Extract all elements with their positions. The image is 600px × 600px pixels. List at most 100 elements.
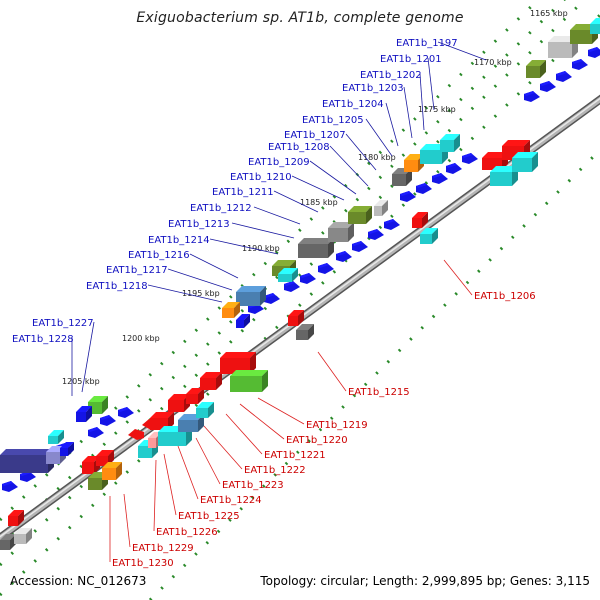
cds-side [432,228,438,244]
leader-line [443,259,473,296]
cds-gray-block-2 [328,222,354,242]
cds-top [88,396,108,402]
cds-face [88,478,102,490]
cds-face [392,174,406,186]
cds-top [512,152,538,158]
gene-label-reverse: EAT1b_1230 [112,558,174,569]
kbp-label: 1170 kbp [474,58,512,67]
cds-top [230,370,268,376]
cds-blue-forward [318,263,334,274]
cds-blue-forward [400,191,416,202]
cds-side [298,310,304,326]
gene-label-reverse: EAT1b_1215 [348,387,410,398]
gene-label-forward: EAT1b_1201 [380,54,442,65]
cds-orange-block [222,302,240,318]
cds-top [150,412,174,418]
cds-arrow-top [118,407,129,412]
cds-side [454,134,460,152]
gene-label-reverse: EAT1b_1220 [286,435,348,446]
kbp-label: 1165 kbp [530,9,568,18]
cds-side [208,402,214,418]
cds-orange-rev [102,462,122,480]
cds-side [328,238,334,258]
cds-arrow-top [462,153,473,158]
cds-cyan-rev-4 [420,228,438,244]
cds-side [260,286,266,306]
gene-label-reverse: EAT1b_1206 [474,291,536,302]
cds-red-rev-10 [412,212,428,228]
cds-red-arrow-rev [128,429,144,440]
cds-cyan-small-2 [278,268,298,282]
leader-line [317,351,347,392]
cds-side [292,268,298,282]
gene-label-reverse: EAT1b_1222 [244,465,306,476]
cds-side [382,200,388,216]
cds-face [374,206,382,216]
cds-arrow-top [100,415,111,420]
cds-olive-block-3 [526,60,546,78]
cds-face [200,378,216,390]
cds-top [168,394,190,400]
leader-line [189,253,239,279]
cds-arrow-top [556,71,567,76]
cds-face [138,446,152,458]
cds-blue-forward [572,59,588,70]
gene-label-reverse: EAT1b_1225 [178,511,240,522]
cds-face [296,330,308,340]
gene-label-reverse: EAT1b_1229 [132,543,194,554]
gene-label-forward: EAT1b_1213 [168,219,230,230]
cds-blue-forward [462,153,478,164]
accession-text: Accession: NC_012673 [10,574,147,588]
cds-gray-rev-2 [296,324,314,340]
cds-face [96,456,108,466]
gene-label-reverse: EAT1b_1219 [306,420,368,431]
cds-top [490,166,518,172]
gene-label-forward: EAT1b_1217 [106,265,168,276]
gene-label-forward: EAT1b_1216 [128,250,190,261]
cds-top [590,18,600,24]
leader-line [153,459,157,532]
gene-label-forward: EAT1b_1218 [86,281,148,292]
cds-blue-forward [432,173,448,184]
cds-cyan-block-2 [440,134,460,152]
reverse-gene-labels: EAT1b_1206EAT1b_1215EAT1b_1219EAT1b_1220… [109,259,536,569]
cds-top [328,222,354,228]
gene-label-forward: EAT1b_1211 [212,187,274,198]
cds-arrow-top [2,481,13,486]
cds-top [0,449,54,455]
cds-face [222,308,234,318]
cds-top [236,286,266,292]
leader-line [345,133,377,171]
cds-blue-forward [336,251,352,262]
leader-line [253,206,301,225]
cds-arrow-top [318,263,329,268]
cds-top [220,352,256,358]
cds-face [186,394,198,404]
cds-top [288,310,304,316]
cds-top [200,372,222,378]
gene-label-forward: EAT1b_1228 [12,334,74,345]
cds-face [48,436,58,444]
cds-face [420,150,442,164]
cds-blue-forward [524,91,540,102]
cds-face [46,452,60,464]
leader-line [291,175,345,201]
cds-side [244,314,250,328]
leader-line [365,118,393,157]
kbp-label: 1175 kbp [418,105,456,114]
cds-blue-forward [556,71,572,82]
cds-face [102,468,116,480]
cds-side [234,302,240,318]
cds-face [158,432,186,446]
leader-line [437,41,487,61]
leader-line [239,403,285,440]
cds-face [76,412,86,422]
cds-arrow-top [432,173,443,178]
cds-navy-block [0,449,54,473]
kbp-label: 1185 kbp [300,198,338,207]
cds-face [196,408,208,418]
leader-line [163,453,177,516]
cds-face [236,320,244,328]
cds-face [288,316,298,326]
gene-label-forward: EAT1b_1212 [190,203,252,214]
